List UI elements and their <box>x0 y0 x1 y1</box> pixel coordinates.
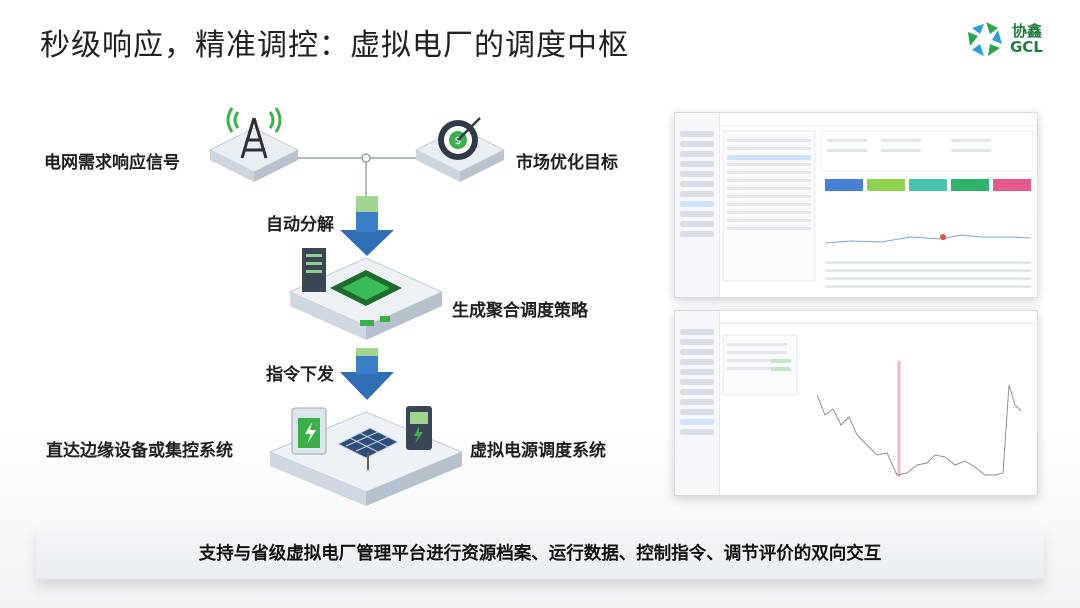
page-title: 秒级响应，精准调控：虚拟电厂的调度中枢 <box>40 28 629 63</box>
arrow-down-icon-1 <box>340 196 394 256</box>
connector-node <box>361 153 371 163</box>
label-market-target: 市场优化目标 <box>516 153 618 173</box>
logo-text-cn: 协鑫 <box>1012 22 1043 40</box>
gcl-logo <box>968 22 1002 56</box>
signal-tower-icon <box>208 107 300 182</box>
ev-charger-icon <box>406 406 432 450</box>
label-issue-command: 指令下发 <box>266 365 334 385</box>
battery-icon <box>291 407 327 455</box>
svg-text:$: $ <box>455 134 462 147</box>
label-vpp-system: 虚拟电源调度系统 <box>470 441 606 461</box>
screenshot-sidebar <box>675 311 720 495</box>
screenshot-content <box>722 334 1022 477</box>
screenshot-content <box>722 130 1034 288</box>
footer-banner: 支持与省级虚拟电厂管理平台进行资源档案、运行数据、控制指令、调节评价的双向交互 <box>36 527 1044 579</box>
platform-screenshot-2 <box>674 310 1038 496</box>
dispatch-flow-diagram: $ <box>208 107 506 506</box>
logo-text-en: GCL <box>1010 38 1043 56</box>
target-icon: $ <box>414 117 506 182</box>
label-grid-signal: 电网需求响应信号 <box>44 153 180 173</box>
processor-icon <box>288 248 444 340</box>
label-edge-devices: 直达边缘设备或集控系统 <box>46 441 233 461</box>
solar-panel-icon <box>336 427 400 470</box>
arrow-down-icon-2 <box>340 348 394 400</box>
label-generate-strategy: 生成聚合调度策略 <box>452 301 588 321</box>
platform-screenshot-1 <box>674 112 1038 298</box>
screenshot-sidebar <box>675 113 720 297</box>
footer-text: 支持与省级虚拟电厂管理平台进行资源档案、运行数据、控制指令、调节评价的双向交互 <box>198 544 882 564</box>
label-auto-decompose: 自动分解 <box>266 215 334 235</box>
